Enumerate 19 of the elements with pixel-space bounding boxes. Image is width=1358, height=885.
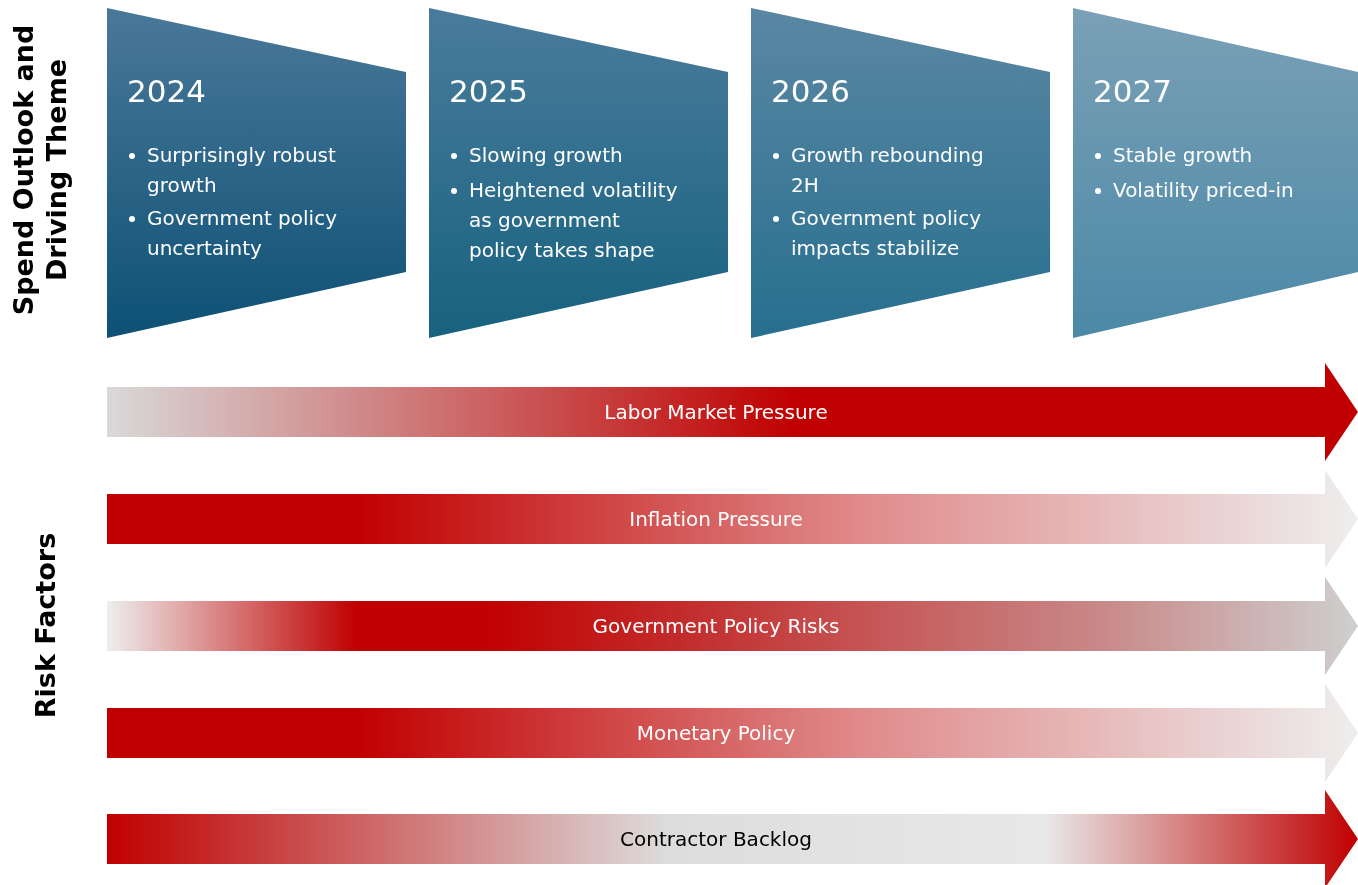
bullet-text: Heightened volatility as government policy takes shape xyxy=(449,175,684,265)
section-label: Risk Factors xyxy=(28,531,62,720)
bullet-text: Government policy impacts stabilize xyxy=(771,203,1006,263)
year-heading: 2025 xyxy=(449,76,528,107)
year-heading: 2027 xyxy=(1093,76,1172,107)
risk-label: Monetary Policy xyxy=(636,721,796,745)
section-label: Spend Outlook and Driving Theme xyxy=(7,23,73,318)
risk-label: Contractor Backlog xyxy=(620,827,812,851)
risk-label: Labor Market Pressure xyxy=(604,400,828,424)
risk-label: Government Policy Risks xyxy=(592,614,840,638)
bullet-text: Volatility priced-in xyxy=(1093,175,1328,205)
year-heading: 2026 xyxy=(771,76,850,107)
bullet-text: Stable growth xyxy=(1093,140,1328,170)
bullet-text: Surprisingly robust growth xyxy=(127,140,362,200)
risk-label: Inflation Pressure xyxy=(629,507,803,531)
bullet-text: Government policy uncertainty xyxy=(127,203,362,263)
bullet-text: Growth rebounding 2H xyxy=(771,140,1006,200)
year-heading: 2024 xyxy=(127,76,206,107)
bullet-text: Slowing growth xyxy=(449,140,684,170)
